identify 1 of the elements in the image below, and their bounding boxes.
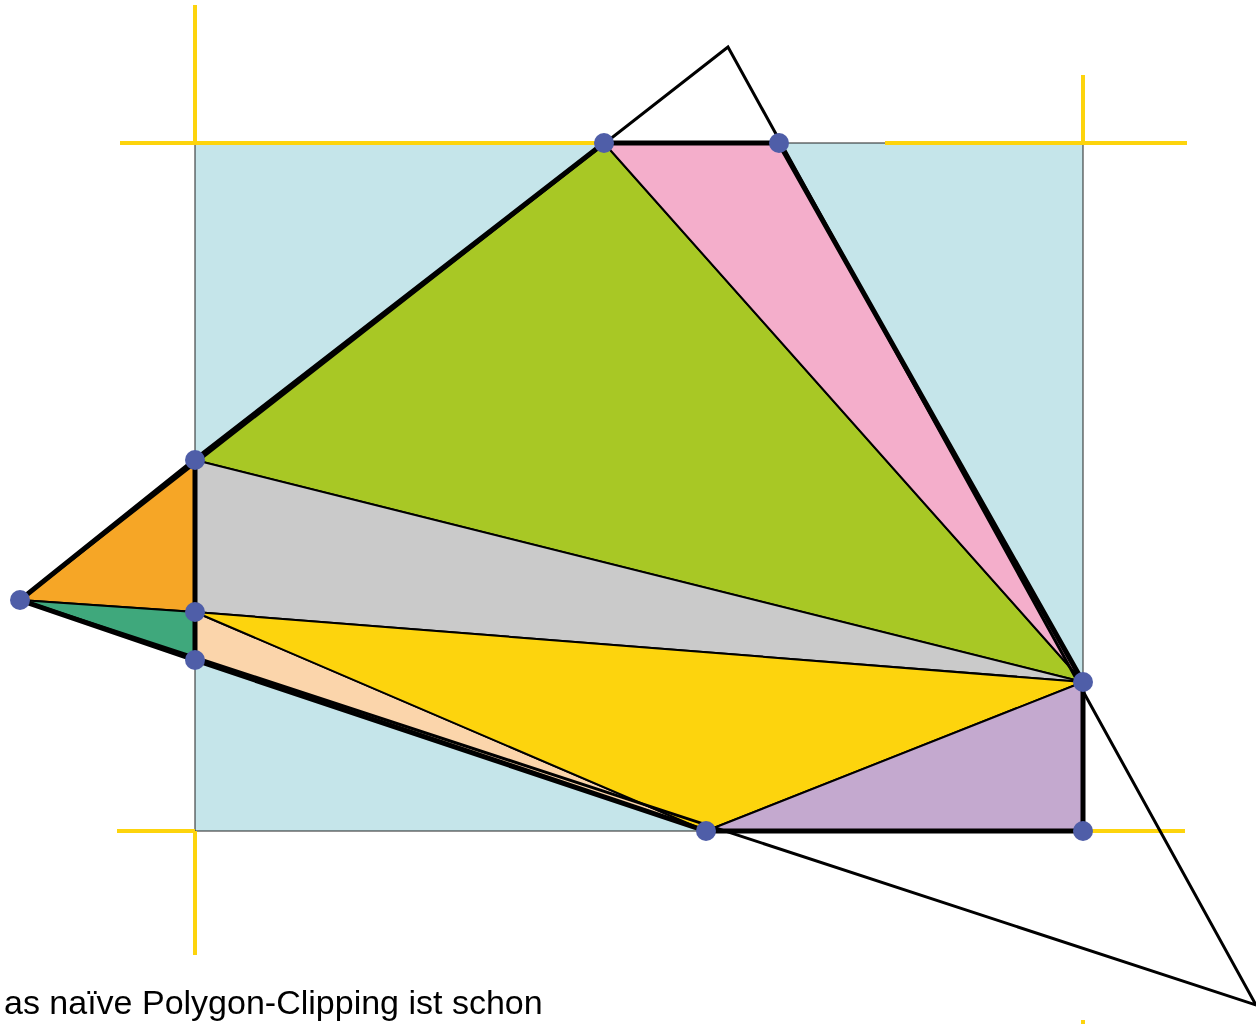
caption-text: as naïve Polygon-Clipping ist schon: [4, 982, 543, 1022]
